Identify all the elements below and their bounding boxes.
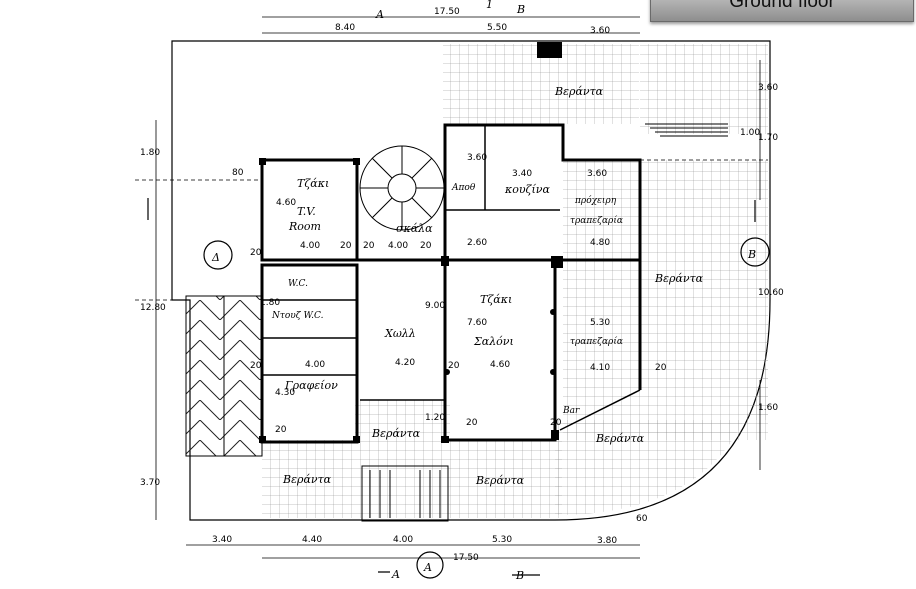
veranta-bottom-left-label: Βεράντα [282, 473, 332, 486]
dim-int-7: 9.00 [425, 301, 445, 311]
dim-bottom-4: 5.30 [492, 535, 512, 545]
slide-title-banner: Ground floor [650, 0, 914, 22]
apoth-label: Αποθ [451, 183, 476, 193]
entrance-stair [361, 465, 449, 522]
hol-dim: 4.20 [395, 358, 415, 368]
wc-label: W.C. [288, 279, 308, 289]
tv-room-label: Room [288, 220, 321, 233]
dim-int-0: 4.60 [276, 198, 296, 208]
dim-bottom-0: 3.40 [212, 535, 232, 545]
section-a-circle: A [423, 561, 432, 574]
dim-bottom-3: 17.50 [453, 553, 479, 563]
dim-int-3: 20 [420, 241, 432, 251]
dim-bottom-5: 3.80 [597, 536, 617, 546]
tzaki-tv-label: Τζάκι [297, 177, 329, 190]
dim-int-4: 2.60 [467, 238, 487, 248]
dim-bottom-1: 4.40 [302, 535, 322, 545]
section-b-bottom: B [515, 569, 524, 582]
trapezaria-dim: 4.10 [590, 363, 610, 373]
dim-int-13: 20 [275, 425, 287, 435]
room-labels: Τζάκι T.V. Room 4.00 W.C. Ντουζ W.C. 4.0… [271, 85, 704, 487]
dim-int-9: 5.30 [590, 318, 610, 328]
hol-label: Χωλλ [384, 327, 416, 340]
section-b-top: B [516, 3, 525, 16]
dim-int-2: 20 [363, 241, 375, 251]
veranta-bar-label: Βεράντα [595, 432, 645, 445]
slide-title: Ground floor [729, 0, 835, 12]
dim-int-8: 7.60 [467, 318, 487, 328]
dim-int-5: 3.60 [467, 153, 487, 163]
dim-int-15: 1.20 [425, 413, 445, 423]
veranta-bottom-mid-label: Βεράντα [475, 474, 525, 487]
rear-stair [645, 123, 728, 137]
dim-left-0: 1.80 [140, 148, 160, 158]
grafeion-label: Γραφείον [284, 379, 338, 392]
dim-int-18: 20 [655, 363, 667, 373]
veranta-right-label: Βεράντα [654, 272, 704, 285]
dim-top-0: 8.40 [335, 23, 355, 33]
driveway-paving [185, 295, 263, 457]
tv-label: T.V. [297, 205, 316, 218]
proxeiri-label: πρόχειρη [574, 195, 617, 206]
tzaki-saloni-label: Τζάκι [480, 293, 512, 306]
spiral-staircase [359, 145, 445, 231]
tv-room-dim: 4.00 [300, 241, 320, 251]
dim-int-6: 4.80 [590, 238, 610, 248]
skala-label: σκάλα [396, 222, 433, 235]
dim-int-14: 20 [448, 361, 460, 371]
ntouz-wc-label: Ντουζ W.C. [271, 311, 324, 321]
dim-int-17: 20 [550, 418, 562, 428]
dimension-lines [135, 16, 768, 559]
dim-left-2: 12.80 [140, 303, 166, 313]
section-labels: A B 1 Δ B A A B [211, 0, 756, 582]
veranta-top-label: Βεράντα [554, 85, 604, 98]
dim-top-2: 5.50 [487, 23, 507, 33]
dim-right-4: 1.60 [758, 403, 778, 413]
section-delta-left: Δ [211, 251, 220, 264]
trapezaria-label: τραπεζαρία [570, 336, 623, 347]
dimension-labels: 8.40 17.50 5.50 3.60 3.40 4.40 4.00 17.5… [140, 7, 784, 563]
skala-dim: 4.00 [388, 241, 408, 251]
kouzina-dim: 3.40 [512, 169, 532, 179]
dim-int-10: 1.80 [260, 298, 280, 308]
veranda-paving [262, 44, 768, 518]
dim-right-1: 1.00 [740, 128, 760, 138]
dim-int-11: 4.30 [275, 388, 295, 398]
site-boundary [171, 40, 771, 521]
dim-int-19: 20 [250, 248, 262, 258]
dim-right-3: 10.60 [758, 288, 784, 298]
dim-int-16: 20 [466, 418, 478, 428]
dim-int-12: 20 [250, 361, 262, 371]
dim-int-1: 20 [340, 241, 352, 251]
interior-walls [262, 125, 641, 431]
dim-bottom-6: 60 [636, 514, 648, 524]
bar-label: Bar [562, 406, 580, 416]
veranta-front-label: Βεράντα [371, 427, 421, 440]
grafeion-dim: 4.00 [305, 360, 325, 370]
saloni-label: Σαλόνι [473, 335, 514, 348]
saloni-dim: 4.60 [490, 360, 510, 370]
kouzina-label: κουζίνα [504, 183, 550, 196]
proxeiri-trapezaria-label: τραπεζαρία [570, 215, 623, 226]
structural-columns [259, 42, 563, 443]
section-a-top: A [375, 8, 384, 21]
dim-top-3: 3.60 [590, 26, 610, 36]
proxeiri-dim: 3.60 [587, 169, 607, 179]
section-a-bottom: A [391, 568, 400, 581]
dim-bottom-2: 4.00 [393, 535, 413, 545]
dim-top-1: 17.50 [434, 7, 460, 17]
section-circle-top: 1 [486, 0, 493, 11]
dim-right-0: 3.60 [758, 83, 778, 93]
section-markers [147, 198, 770, 579]
dim-left-3: 3.70 [140, 478, 160, 488]
section-beta-right: B [747, 248, 756, 261]
dim-left-1: 80 [232, 168, 244, 178]
dim-right-2: 1.70 [758, 133, 778, 143]
